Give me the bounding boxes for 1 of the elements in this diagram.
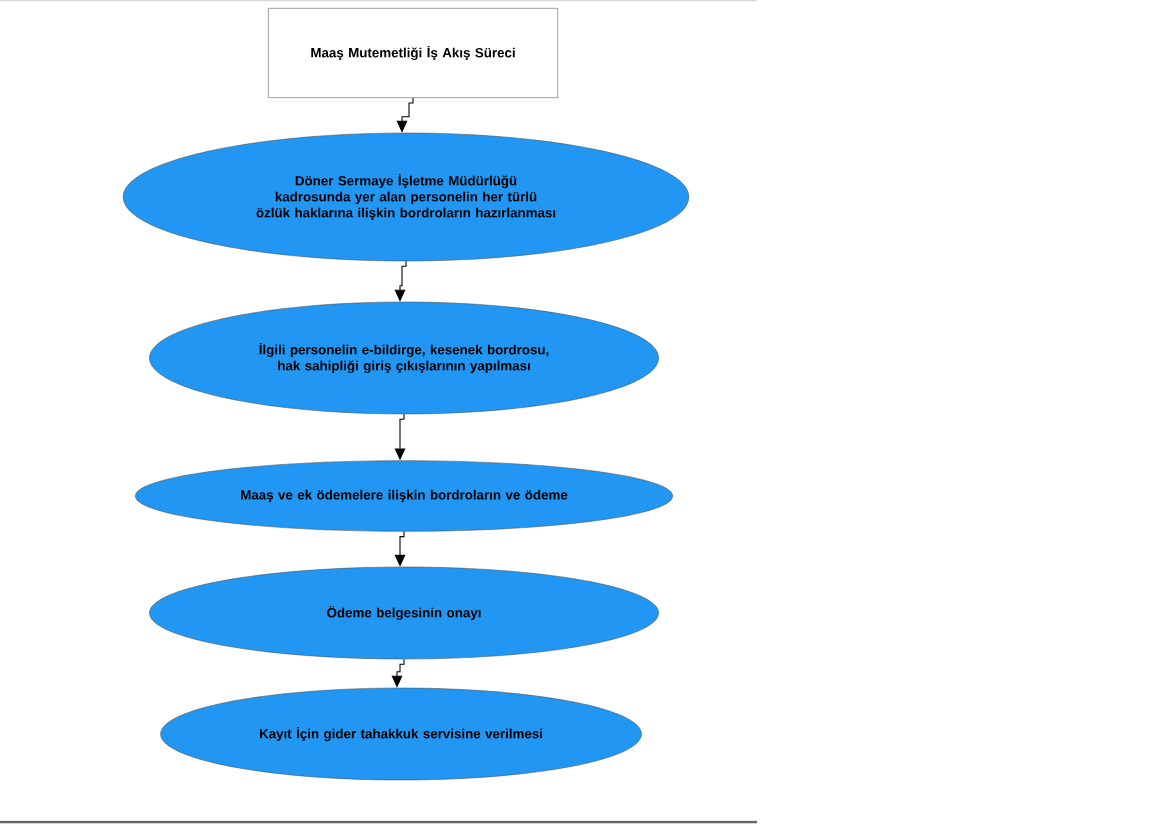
title-box: Maaş Mutemetliği İş Akış Süreci xyxy=(268,8,558,98)
